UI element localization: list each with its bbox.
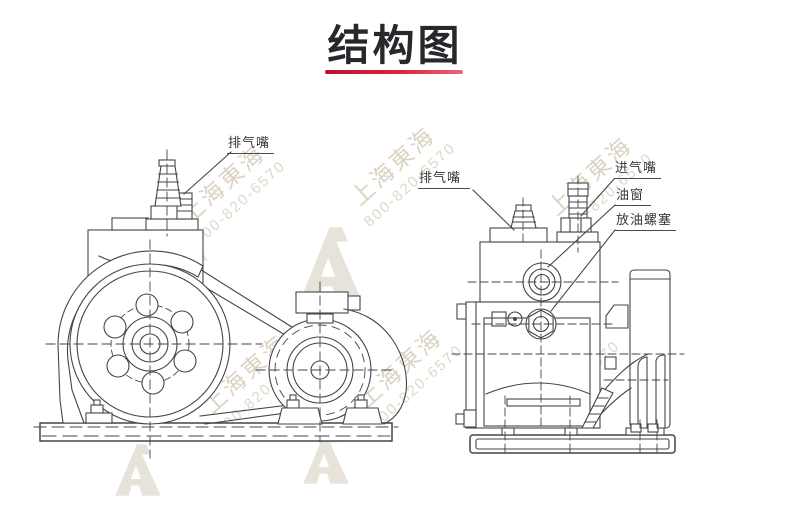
chamber-arc-front [485, 382, 591, 395]
leader-lines [183, 151, 616, 312]
side-bolt [463, 409, 477, 428]
centerlines-front [451, 175, 685, 456]
base-plate-inner [475, 438, 670, 450]
belt-guard [625, 269, 671, 436]
motor-cowl [343, 308, 408, 425]
callout-intake-nozzle: 进气嘴 [614, 161, 662, 179]
base-plate-front [469, 434, 676, 454]
step-bracket [581, 387, 614, 429]
title-underline [325, 70, 463, 74]
front-view-drawing [451, 175, 685, 456]
leader-exhaust-right [472, 189, 515, 231]
leader-drain-plug [550, 229, 616, 312]
cover-notch [491, 311, 507, 327]
intake-nozzle [556, 182, 599, 243]
foot-front [564, 427, 578, 436]
motor-body [295, 291, 408, 425]
side-tab [456, 303, 467, 320]
page-title: 结构图 [327, 22, 463, 69]
belt-runs [192, 267, 304, 425]
leader-intake [580, 178, 615, 217]
foot-front [501, 427, 515, 436]
callout-drain-plug: 放油螺塞 [615, 213, 677, 231]
leader-oil-window [547, 204, 616, 268]
oil-fill-port-center [513, 317, 517, 321]
bracket-bolt [604, 356, 617, 370]
callout-exhaust-nozzle-left: 排气嘴 [227, 136, 275, 154]
centerlines-side [33, 149, 399, 459]
callout-oil-window: 油窗 [615, 188, 652, 206]
exhaust-nozzle-front [489, 204, 548, 243]
callout-exhaust-nozzle-right: 排气嘴 [418, 171, 471, 189]
exhaust-nozzle-side [111, 159, 199, 231]
side-view-drawing [33, 149, 408, 459]
oil-fill-port [507, 311, 523, 327]
cover-slat [506, 398, 581, 407]
side-bolt-knob [455, 413, 465, 425]
leader-exhaust-left [183, 151, 232, 195]
mounting-feet [85, 394, 383, 425]
base-plate [39, 422, 393, 442]
guard-bracket [605, 304, 629, 329]
